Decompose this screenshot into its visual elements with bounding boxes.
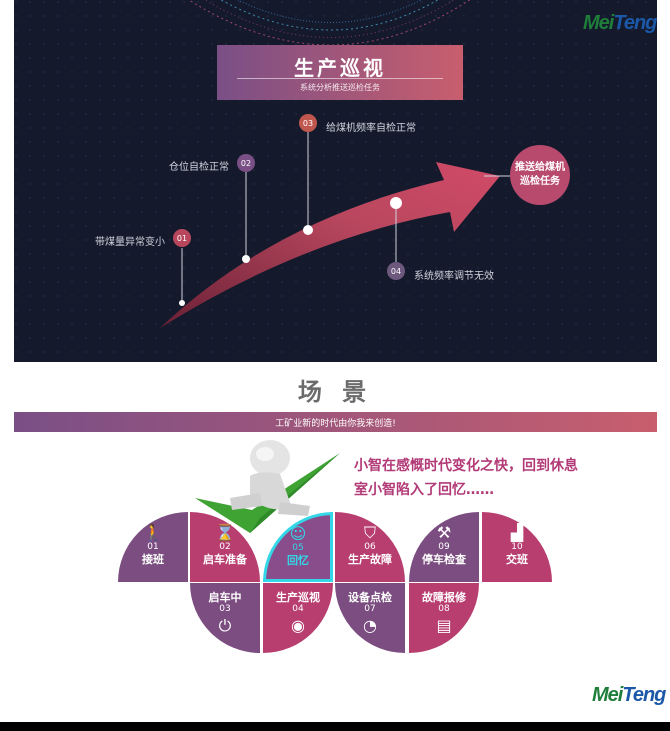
segment-number: 01: [147, 542, 159, 552]
target-line-2: 巡检任务: [520, 176, 560, 187]
step-label-03: 给煤机频率自检正常: [326, 123, 416, 134]
segment-label: 接班: [142, 553, 164, 566]
segment-label: 故障报修: [422, 591, 466, 604]
scene-band: 工矿业新的时代由你我来创造!: [14, 412, 657, 432]
segment-02[interactable]: ⌛ 02 启车准备: [190, 512, 260, 582]
segment-number: 10: [511, 542, 523, 552]
segment-label: 交班: [506, 553, 528, 566]
segment-number: 08: [438, 604, 450, 614]
segment-number: 09: [438, 542, 450, 552]
logo-teng: Teng: [613, 12, 657, 34]
scene-band-text: 工矿业新的时代由你我来创造!: [275, 419, 396, 429]
step-label-01: 带煤量异常变小: [95, 237, 165, 248]
banner-divider: [237, 78, 443, 79]
production-patrol-panel: 生产巡视 系统分析推送巡检任务 01 带煤量异常变小 02 仓位自检正常 03 …: [14, 0, 657, 362]
step-number-04: 04: [387, 262, 405, 280]
logo-mei: Mei: [583, 12, 614, 34]
segment-label: 设备点检: [348, 591, 392, 604]
logo-teng: Teng: [622, 684, 666, 706]
segment-number: 06: [364, 542, 376, 552]
segment-08[interactable]: 故障报修 08 ▤: [409, 583, 479, 653]
power-icon: ⏻: [218, 616, 232, 635]
target-line-1: 推送给煤机: [515, 162, 565, 173]
shield-icon: ⛉: [363, 523, 376, 542]
story-line-2: 室小智陷入了回忆……: [354, 482, 494, 498]
gauge-icon: ◔: [363, 616, 377, 635]
step-label-02: 仓位自检正常: [169, 162, 229, 173]
step-number-02: 02: [237, 154, 255, 172]
segment-label: 停车检查: [422, 553, 466, 566]
target-task-circle: 推送给煤机巡检任务: [510, 145, 570, 205]
head-icon: ☺: [289, 524, 307, 543]
step-label-04: 系统频率调节无效: [414, 271, 494, 282]
trend-arrow: [160, 162, 500, 328]
segment-label: 生产故障: [348, 553, 392, 566]
network-arc: [188, 0, 471, 46]
segment-number: 05: [292, 543, 304, 553]
segment-label: 启车中: [208, 591, 242, 604]
segment-06[interactable]: ⛉ 06 生产故障: [335, 512, 405, 582]
scene-title: 场 景: [297, 378, 373, 406]
banner-title: 生产巡视: [294, 56, 386, 80]
logo-mei: Mei: [592, 684, 623, 706]
segment-07[interactable]: 设备点检 07 ◔: [335, 583, 405, 653]
walking-person-icon: 🚶: [143, 523, 163, 542]
segment-number: 03: [219, 604, 231, 614]
thinking-figure-illustration: [195, 440, 340, 533]
segment-label: 回忆: [287, 554, 309, 567]
segment-number: 02: [219, 542, 231, 552]
segment-label: 启车准备: [203, 553, 247, 566]
eye-icon: ◉: [291, 616, 305, 635]
meiteng-logo-top: MeiTeng: [583, 12, 657, 35]
segment-number: 07: [364, 604, 376, 614]
meiteng-logo-bottom: MeiTeng: [592, 684, 666, 707]
chart-icon: ▟: [510, 523, 524, 542]
segment-10[interactable]: ▟ 10 交班: [482, 512, 552, 582]
step-number-01: 01: [173, 229, 191, 247]
document-icon: ▤: [436, 616, 452, 635]
hourglass-icon: ⌛: [215, 523, 235, 542]
patrol-banner: 生产巡视 系统分析推送巡检任务: [217, 45, 463, 100]
segment-04[interactable]: 生产巡视 04 ◉: [263, 583, 333, 653]
segment-09[interactable]: ⚒ 09 停车检查: [409, 512, 479, 582]
step-number-03: 03: [299, 114, 317, 132]
banner-subtitle: 系统分析推送巡检任务: [300, 83, 380, 92]
tools-icon: ⚒: [436, 523, 452, 542]
segment-label: 生产巡视: [276, 591, 320, 604]
story-text: 小智在感慨时代变化之快，回到休息 室小智陷入了回忆……: [354, 454, 604, 502]
segment-number: 04: [292, 604, 304, 614]
story-line-1: 小智在感慨时代变化之快，回到休息: [354, 458, 578, 474]
segment-03[interactable]: 启车中 03 ⏻: [190, 583, 260, 653]
segment-01[interactable]: 🚶 01 接班: [118, 512, 188, 582]
bottom-black-bar: [0, 722, 670, 731]
